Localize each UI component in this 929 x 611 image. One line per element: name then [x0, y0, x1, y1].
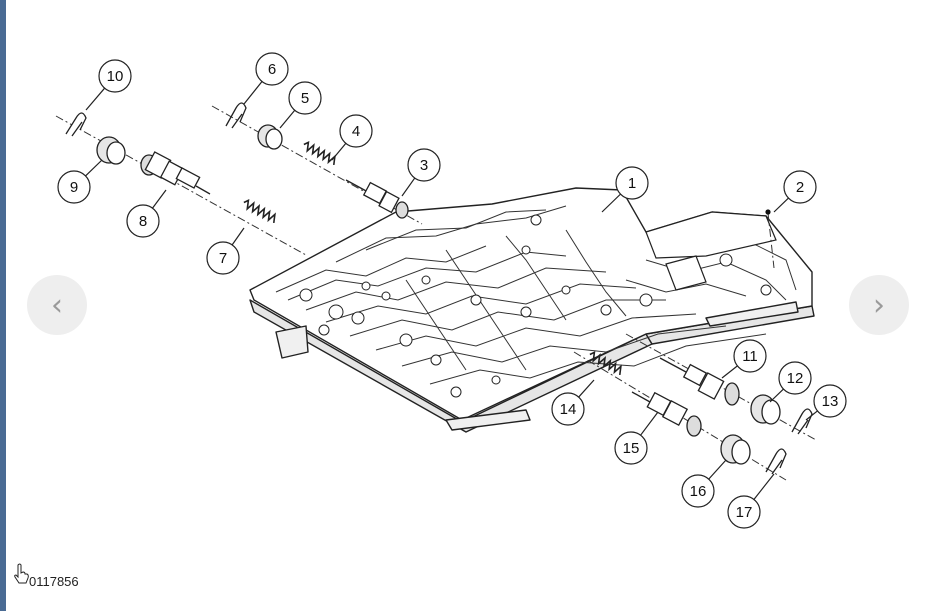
- callout-leader-line: [331, 142, 347, 161]
- callout-4: 4: [331, 114, 373, 161]
- callout-8: 8: [126, 189, 167, 238]
- callout-circle: [727, 495, 761, 529]
- clip-13: [791, 408, 813, 435]
- plug-12: [750, 394, 781, 425]
- spring-4: [303, 141, 336, 166]
- callout-circle: [206, 241, 240, 275]
- callout-leader-line: [601, 193, 621, 213]
- spring-14: [589, 351, 622, 376]
- valve-8: [140, 151, 211, 195]
- callout-1: 1: [601, 166, 649, 213]
- plate-raised-section: [645, 211, 777, 291]
- next-image-button[interactable]: ›: [849, 275, 909, 335]
- callout-number: 4: [352, 123, 360, 140]
- callout-circle: [778, 361, 812, 395]
- callout-leader-line: [769, 388, 784, 403]
- figure-id-caption: 0117856: [29, 574, 79, 589]
- clip-10: [65, 112, 87, 137]
- callout-circle: [255, 52, 289, 86]
- callout-circle: [615, 166, 649, 200]
- callout-leader-line: [401, 177, 416, 197]
- plug-5: [257, 124, 283, 150]
- callout-number: 10: [107, 68, 124, 85]
- plate-holes: [299, 214, 772, 398]
- callout-circle: [551, 392, 585, 426]
- callout-circle: [681, 474, 715, 508]
- callout-circle: [813, 384, 847, 418]
- callout-circle: [57, 170, 91, 204]
- callout-circle: [288, 81, 322, 115]
- callout-number: 16: [690, 483, 707, 500]
- callout-leader-line: [85, 87, 106, 111]
- callout-circle: [126, 204, 160, 238]
- callout-circle: [614, 431, 648, 465]
- callout-circle: [339, 114, 373, 148]
- callout-5: 5: [279, 81, 322, 129]
- callout-number: 5: [301, 90, 309, 107]
- plug-9: [96, 136, 126, 165]
- valve-3: [345, 179, 409, 219]
- callout-leader-line: [279, 109, 296, 129]
- callout-number: 14: [560, 401, 577, 418]
- callout-number: 2: [796, 179, 804, 196]
- chevron-left-icon: ‹: [51, 287, 63, 323]
- hand-pointer-icon: [14, 563, 29, 584]
- callout-number: 1: [628, 175, 636, 192]
- callout-leader-line: [578, 379, 595, 398]
- callout-leader-line: [231, 227, 245, 246]
- callout-circle: [98, 59, 132, 93]
- callout-leader-line: [243, 81, 263, 105]
- callout-9: 9: [57, 159, 103, 204]
- callout-leader-line: [152, 189, 167, 209]
- callout-leader-line: [708, 459, 727, 480]
- callout-number: 17: [736, 504, 753, 521]
- clip-6: [225, 102, 247, 129]
- callout-15: 15: [614, 411, 659, 465]
- callout-number: 8: [139, 213, 147, 230]
- callout-leader-line: [805, 410, 818, 421]
- plate-channels: [275, 205, 797, 385]
- previous-image-button[interactable]: ‹: [27, 275, 87, 335]
- valve-15: [631, 391, 702, 437]
- callout-number: 15: [623, 440, 640, 457]
- callout-number: 6: [268, 61, 276, 78]
- callout-number: 9: [70, 179, 78, 196]
- callout-leader-line: [773, 197, 789, 213]
- callout-16: 16: [681, 459, 727, 508]
- callout-circle: [733, 339, 767, 373]
- spring-7: [243, 199, 276, 224]
- window-edge-strip: [0, 0, 6, 611]
- callout-17: 17: [727, 473, 775, 529]
- callout-2: 2: [773, 170, 817, 213]
- callout-13: 13: [805, 384, 847, 421]
- chevron-right-icon: ›: [873, 287, 885, 323]
- callout-7: 7: [206, 227, 245, 275]
- callout-circle: [783, 170, 817, 204]
- callout-14: 14: [551, 379, 595, 426]
- callout-number: 13: [822, 393, 839, 410]
- callout-number: 12: [787, 370, 804, 387]
- plug-2-marker: [765, 209, 771, 215]
- callout-10: 10: [85, 59, 132, 111]
- callout-6: 6: [243, 52, 289, 105]
- callout-number: 7: [219, 250, 227, 267]
- callout-leader-line: [85, 159, 103, 177]
- plug-16: [720, 434, 751, 465]
- callout-11: 11: [721, 339, 767, 379]
- callout-circle: [407, 148, 441, 182]
- valve-11: [659, 357, 740, 406]
- callout-leader-line: [721, 365, 738, 379]
- callout-12: 12: [769, 361, 812, 403]
- callout-3: 3: [401, 148, 441, 197]
- callout-leader-line: [640, 411, 659, 436]
- callout-number: 3: [420, 157, 428, 174]
- clip-17: [765, 448, 787, 475]
- callout-leader-line: [753, 473, 775, 500]
- callout-number: 11: [742, 348, 758, 365]
